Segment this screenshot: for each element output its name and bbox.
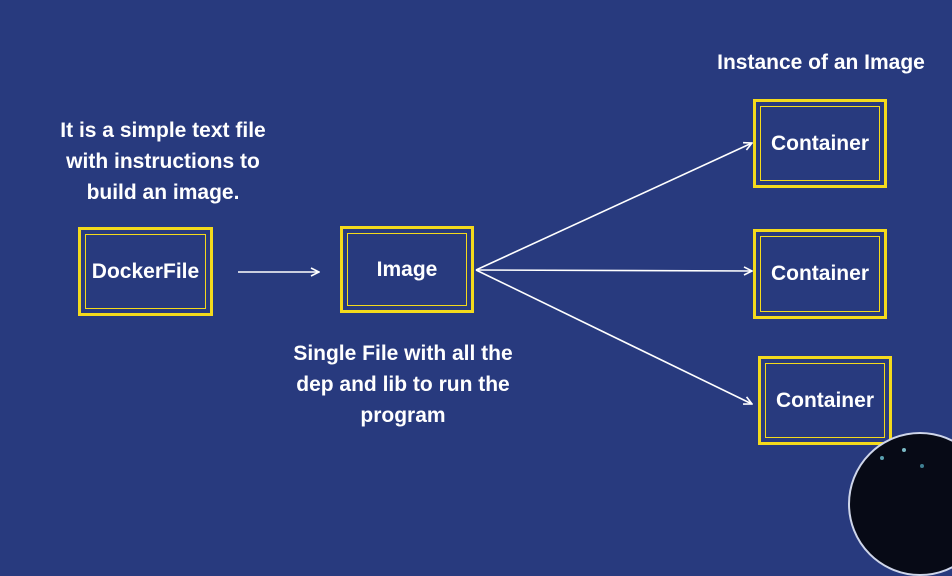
flow-arrows bbox=[238, 0, 952, 483]
dockerfile-label: DockerFile bbox=[91, 259, 200, 283]
image-label: Image bbox=[376, 257, 438, 281]
container-3-label: Container bbox=[775, 388, 874, 412]
container-node-2: Container bbox=[753, 229, 887, 319]
image-node: Image bbox=[340, 226, 474, 313]
container-caption: Instance of an Image bbox=[717, 51, 925, 74]
arrow-image-to-container-3 bbox=[475, 269, 752, 404]
slide: It is a simple text file with instructio… bbox=[60, 0, 952, 576]
image-caption: Single File with all the dep and lib to … bbox=[293, 342, 513, 427]
container-node-3: Container bbox=[758, 356, 892, 445]
container-node-1: Container bbox=[753, 99, 887, 188]
arrow-image-to-container-2 bbox=[475, 270, 752, 271]
arrow-image-to-container-1 bbox=[475, 143, 752, 271]
dockerfile-node: DockerFile bbox=[78, 227, 213, 316]
container-1-label: Container bbox=[770, 131, 869, 155]
dockerfile-caption: It is a simple text file with instructio… bbox=[60, 119, 266, 204]
container-2-label: Container bbox=[770, 262, 869, 285]
